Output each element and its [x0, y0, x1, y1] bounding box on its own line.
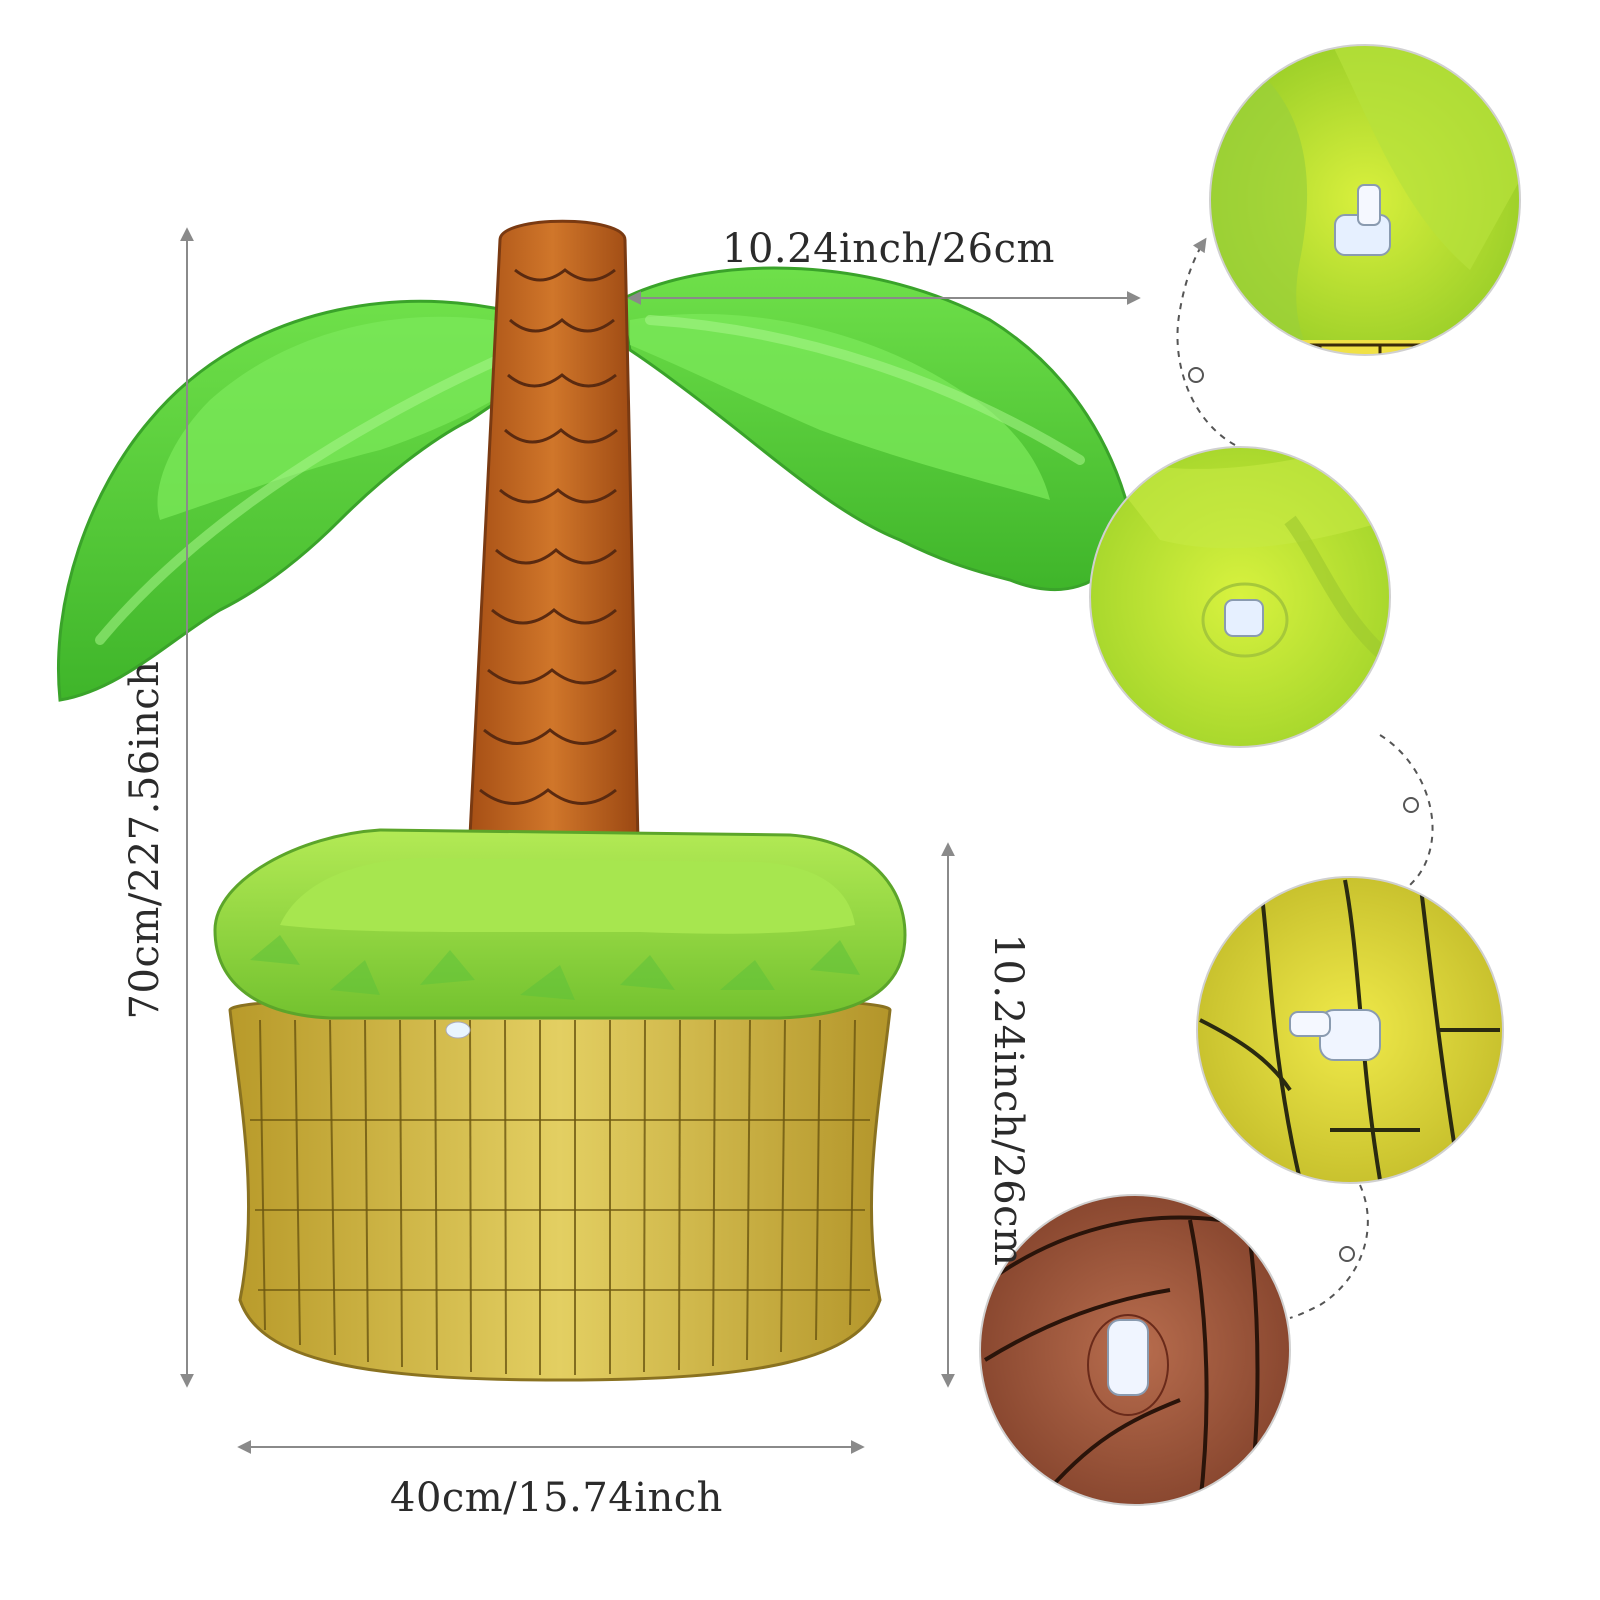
top-width-label: 10.24inch/26cm — [722, 226, 1055, 272]
left-height-label: 70cm/227.56inch — [122, 660, 168, 1020]
palm-leaves-left — [56, 299, 547, 702]
cooler-basket — [228, 993, 892, 1382]
dashed-connectors — [1176, 237, 1434, 1319]
connector-dots — [1188, 367, 1419, 1262]
valve-detail-basket — [1196, 876, 1504, 1184]
valve-detail-leaf — [1089, 446, 1391, 748]
valve-detail-top — [1209, 44, 1521, 356]
valve-detail-trunk — [979, 1194, 1291, 1506]
right-height-label: 10.24inch/26cm — [985, 933, 1031, 1267]
cooler-rim — [213, 828, 907, 1039]
bottom-width-label: 40cm/15.74inch — [390, 1475, 723, 1521]
palm-leaves-right — [618, 266, 1137, 592]
valve-icon — [445, 1021, 471, 1039]
dimension-arrows — [180, 227, 1141, 1454]
